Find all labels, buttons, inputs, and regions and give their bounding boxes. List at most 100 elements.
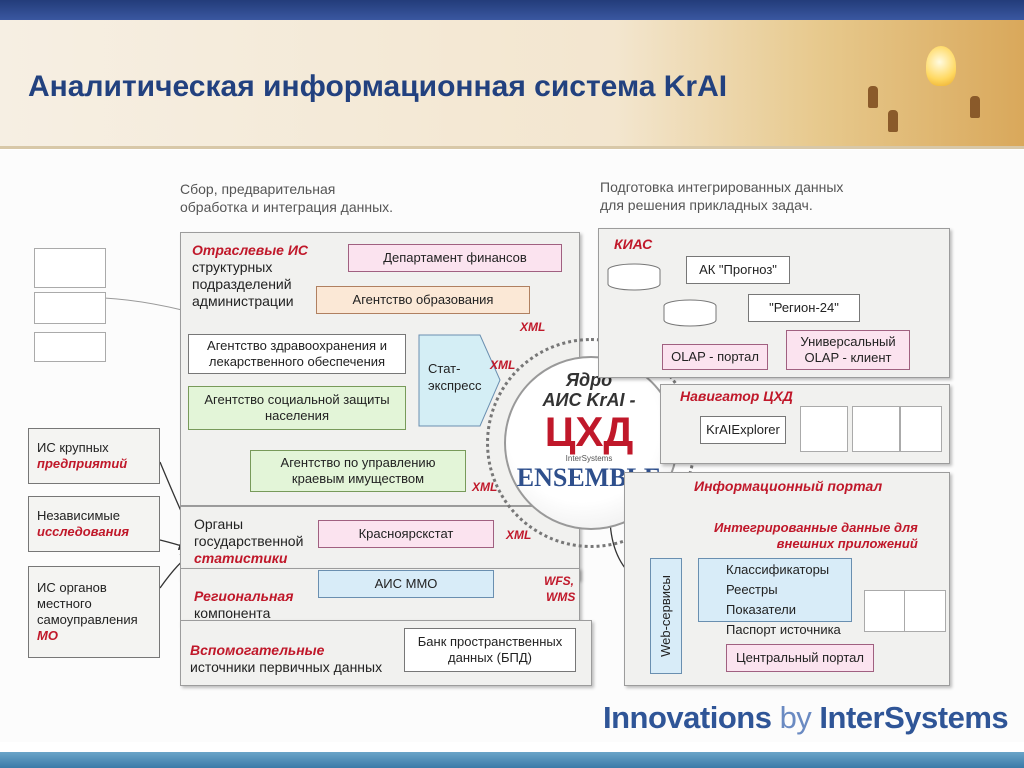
portal-title: Информационный портал <box>694 478 883 494</box>
integ-line: Интегрированные данные для <box>714 520 918 535</box>
page-title: Аналитическая информационная система KrA… <box>28 70 728 103</box>
brand-b: InterSystems <box>819 700 1009 735</box>
box-ak-prognoz: АК "Прогноз" <box>686 256 790 284</box>
box-olap-portal: OLAP - портал <box>662 344 768 370</box>
integ-heading: Интегрированные данные для внешних прило… <box>714 520 918 552</box>
screenshot-thumbnail <box>852 406 900 452</box>
nav-title: Навигатор ЦХД <box>680 388 793 404</box>
box-nezav: Независимые исследования <box>28 496 160 552</box>
otrasl-title: Отраслевые ИС <box>192 242 309 258</box>
box-region24: "Регион-24" <box>748 294 860 322</box>
vspom-sub: источники первичных данных <box>190 659 383 675</box>
portal-item: Реестры <box>726 582 778 597</box>
ag-imush-line: краевым имуществом <box>291 471 425 486</box>
database-icon <box>607 263 661 291</box>
univ-line: OLAP - клиент <box>804 350 892 365</box>
person-figure-icon <box>868 86 878 108</box>
header-banner <box>0 20 1024 146</box>
integ-line: внешних приложений <box>776 536 918 551</box>
lightbulb-icon <box>926 46 956 86</box>
wms-label: WMS <box>546 590 576 604</box>
caption-right: Подготовка интегрированных данных для ре… <box>600 178 843 214</box>
krup-red: предприятий <box>37 456 128 471</box>
database-icon <box>663 299 717 327</box>
organs-line: государственной <box>194 533 304 549</box>
screenshot-thumbnail <box>800 406 848 452</box>
organs-line: Органы <box>194 516 244 532</box>
ag-zdrav-line: Агентство здравоохранения и <box>207 338 387 353</box>
bottom-bar <box>0 752 1024 768</box>
box-ais-mmo: АИС ММО <box>318 570 494 598</box>
thumbnail-connector <box>103 297 183 311</box>
xml-label: XML <box>506 528 532 542</box>
otrasl-sub-line: подразделений <box>192 276 292 292</box>
box-integrated-list <box>698 558 852 622</box>
portal-item: Показатели <box>726 602 796 617</box>
mest-line: самоуправления <box>37 612 138 627</box>
stat-express-shape <box>418 334 501 427</box>
box-krup: ИС крупных предприятий <box>28 428 160 484</box>
otrasl-sub-line: структурных <box>192 259 273 275</box>
organs-heading: Органы государственной статистики <box>194 516 303 567</box>
person-figure-icon <box>888 110 898 132</box>
region-red: Региональная <box>194 588 294 604</box>
xml-label: XML <box>472 480 498 494</box>
portal-item: Паспорт источника <box>726 622 841 637</box>
innovations-logo: Innovations by InterSystems <box>603 700 1009 736</box>
box-ag-obr: Агентство образования <box>316 286 530 314</box>
portal-item: Классификаторы <box>726 562 830 577</box>
kias-title: КИАС <box>614 236 653 252</box>
box-krasstat: Красноярскстат <box>318 520 494 548</box>
core-line: АИС KrAI - <box>542 390 636 410</box>
core-big: ЦХД <box>544 408 634 455</box>
box-dep-fin: Департамент финансов <box>348 244 562 272</box>
box-mest: ИС органов местного самоуправления МО <box>28 566 160 658</box>
box-ag-imush: Агентство по управлению краевым имуществ… <box>250 450 466 492</box>
region-sub: компонента <box>194 605 271 621</box>
screenshot-thumbnail <box>864 590 906 632</box>
organs-red: статистики <box>194 550 288 566</box>
screenshot-thumbnail <box>900 406 942 452</box>
univ-line: Универсальный <box>800 334 896 349</box>
core-small: InterSystems <box>565 454 613 463</box>
screenshot-thumbnail <box>904 590 946 632</box>
box-bpd: Банк пространственных данных (БПД) <box>404 628 576 672</box>
mini-diagram-thumbnail <box>34 332 106 362</box>
brand-by: by <box>771 700 820 735</box>
caption-left: Сбор, предварительная обработка и интегр… <box>180 180 393 216</box>
caption-left-line: обработка и интеграция данных. <box>180 199 394 215</box>
region-heading: Региональная компонента <box>194 588 293 622</box>
box-explorer: KrAIExplorer <box>700 416 786 444</box>
mini-diagram-thumbnail <box>34 292 106 324</box>
wfs-label: WFS, <box>544 574 574 588</box>
box-ag-zdrav: Агентство здравоохранения и лекарственно… <box>188 334 406 374</box>
vspom-red: Вспомогательные <box>190 642 325 658</box>
otrasl-sub-line: администрации <box>192 293 294 309</box>
caption-left-line: Сбор, предварительная <box>180 181 336 197</box>
brand-a: Innovations <box>603 700 772 735</box>
otrasl-heading: Отраслевые ИС структурных подразделений … <box>192 242 308 310</box>
box-olap-client: Универсальный OLAP - клиент <box>786 330 910 370</box>
vspom-heading: Вспомогательные источники первичных данн… <box>190 642 382 676</box>
stat-express-line: экспресс <box>428 378 482 393</box>
caption-right-line: Подготовка интегрированных данных <box>600 179 844 195</box>
portal-list: Классификаторы Реестры Показатели Паспор… <box>726 560 841 640</box>
nezav-line: Независимые <box>37 508 120 523</box>
ag-zdrav-line: лекарственного обеспечения <box>208 354 386 369</box>
ag-soc-line: населения <box>264 408 329 423</box>
mini-diagram-thumbnail <box>34 248 106 288</box>
xml-label: XML <box>520 320 546 334</box>
person-figure-icon <box>970 96 980 118</box>
mest-red: МО <box>37 628 58 643</box>
box-web-services: Web-сервисы <box>650 558 682 674</box>
box-ag-soc: Агентство социальной защиты населения <box>188 386 406 430</box>
stat-express-label: Стат- экспресс <box>428 360 481 394</box>
top-bar <box>0 0 1024 20</box>
caption-right-line: для решения прикладных задач. <box>600 197 813 213</box>
mest-line: ИС органов <box>37 580 107 595</box>
web-services-label: Web-сервисы <box>658 575 674 657</box>
nezav-red: исследования <box>37 524 130 539</box>
box-central-portal: Центральный портал <box>726 644 874 672</box>
xml-label: XML <box>490 358 516 372</box>
stat-express-line: Стат- <box>428 361 461 376</box>
